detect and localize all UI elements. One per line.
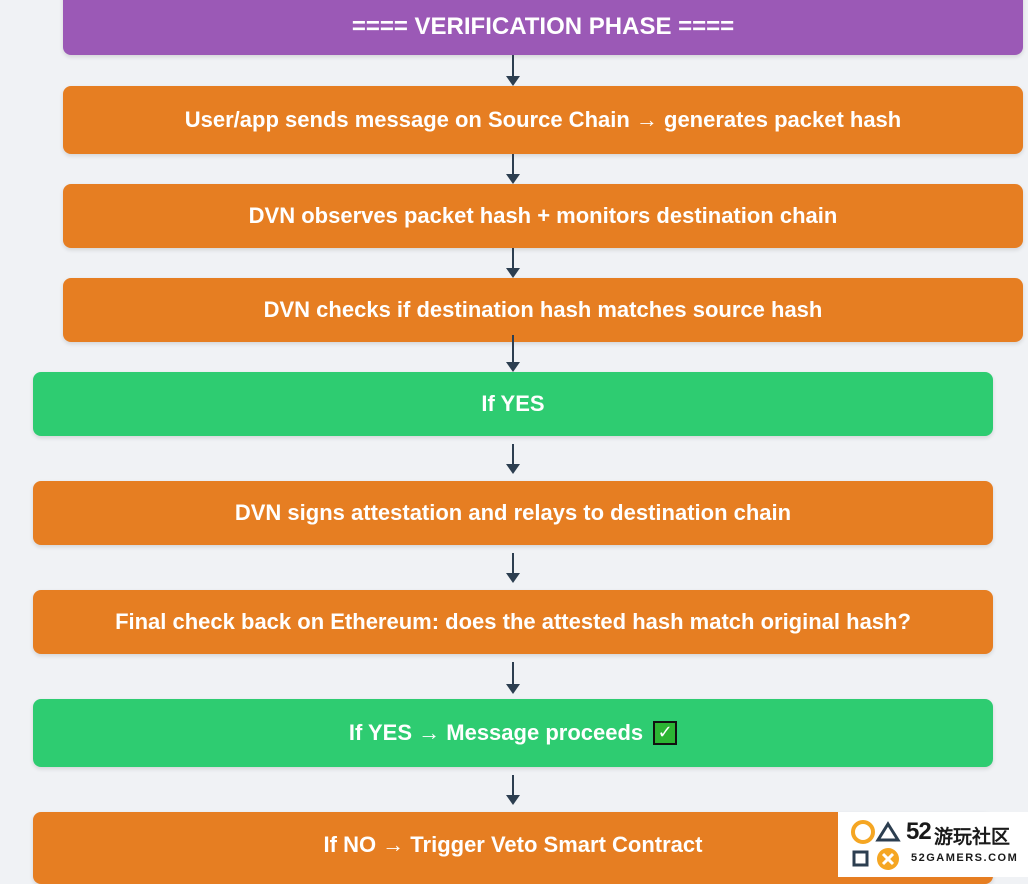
52gamers-logo-icon xyxy=(851,820,901,870)
step-final-check: Final check back on Ethereum: does the a… xyxy=(33,590,993,654)
branch-no-veto-label: If NO → Trigger Veto Smart Contract xyxy=(323,832,703,857)
step-send-message-label: User/app sends message on Source Chain →… xyxy=(184,107,902,132)
phase-header: ==== VERIFICATION PHASE ==== xyxy=(63,0,1023,55)
step-dvn-signs-label: DVN signs attestation and relays to dest… xyxy=(234,500,792,525)
arrow-down-icon xyxy=(506,444,520,474)
arrow-down-icon xyxy=(506,662,520,694)
branch-if-yes: If YES xyxy=(33,372,993,436)
arrow-down-icon xyxy=(506,55,520,86)
arrow-down-icon xyxy=(506,154,520,184)
watermark-logo: 52 游玩社区 52GAMERS.COM xyxy=(838,812,1028,877)
step-dvn-checks-label: DVN checks if destination hash matches s… xyxy=(263,297,823,322)
arrow-down-icon xyxy=(506,775,520,805)
step-final-check-label: Final check back on Ethereum: does the a… xyxy=(115,609,911,634)
branch-if-yes-label: If YES xyxy=(481,391,545,416)
watermark-domain: 52GAMERS.COM xyxy=(911,852,1019,864)
step-send-message: User/app sends message on Source Chain →… xyxy=(63,86,1023,154)
step-dvn-observes: DVN observes packet hash + monitors dest… xyxy=(63,184,1023,248)
arrow-down-icon xyxy=(506,553,520,583)
branch-no-veto: If NO → Trigger Veto Smart Contract xyxy=(33,812,993,884)
step-dvn-observes-label: DVN observes packet hash + monitors dest… xyxy=(248,203,838,228)
watermark-number: 52 xyxy=(906,818,932,845)
watermark-name: 游玩社区 xyxy=(934,827,1011,848)
step-dvn-checks: DVN checks if destination hash matches s… xyxy=(63,278,1023,342)
branch-yes-proceeds-label: If YES → Message proceeds xyxy=(348,720,644,745)
arrow-down-icon xyxy=(506,335,520,372)
branch-yes-proceeds: If YES → Message proceeds ✓ xyxy=(33,699,993,767)
step-dvn-signs: DVN signs attestation and relays to dest… xyxy=(33,481,993,545)
phase-header-label: ==== VERIFICATION PHASE ==== xyxy=(351,12,735,40)
check-mark-icon: ✓ xyxy=(653,721,678,745)
arrow-down-icon xyxy=(506,248,520,278)
